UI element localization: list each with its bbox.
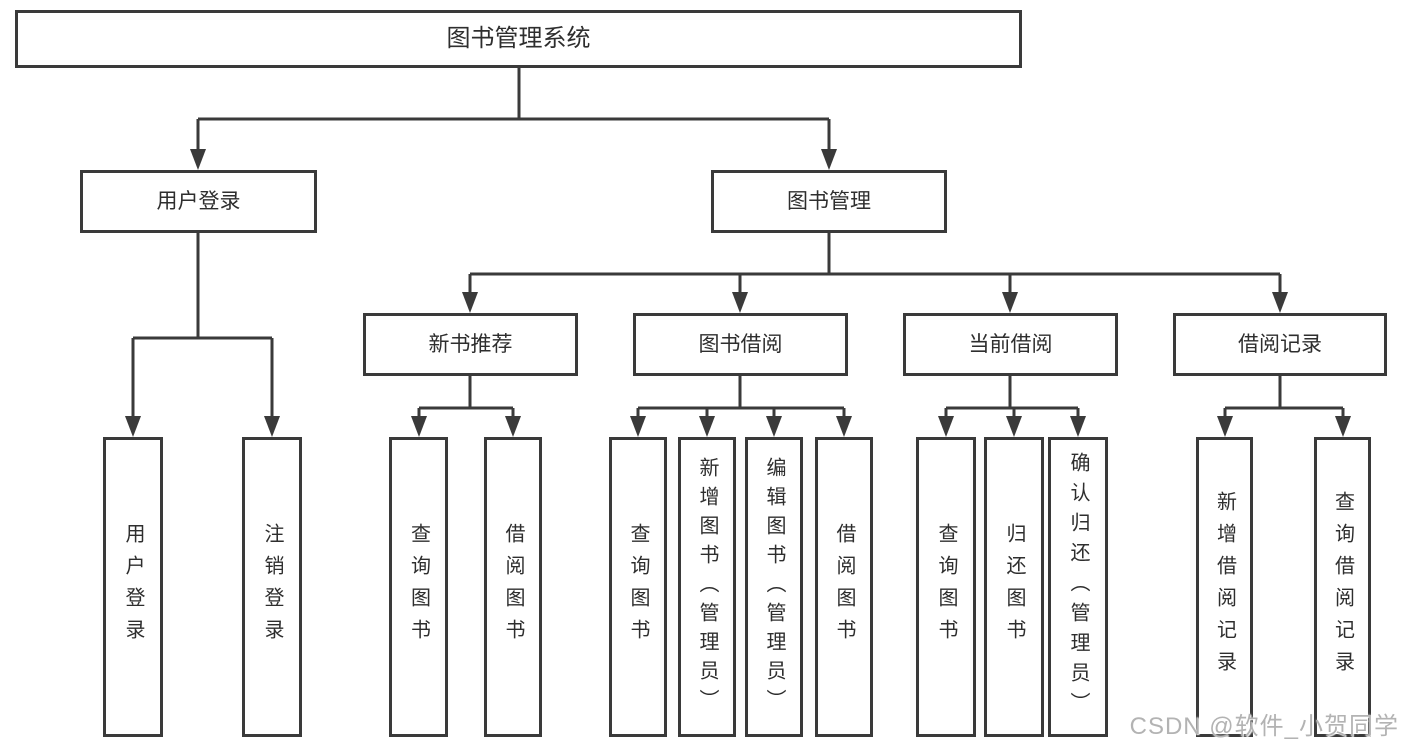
node-book-management: 图书管理 bbox=[711, 170, 947, 233]
node-new-book-recommend: 新书推荐 bbox=[363, 313, 578, 376]
leaf-records-add-record: 新增借阅记录 bbox=[1196, 437, 1253, 737]
node-current-borrow: 当前借阅 bbox=[903, 313, 1118, 376]
leaf-borrow-add-books-admin: 新增图书（管理员） bbox=[678, 437, 736, 737]
leaf-borrow-query-books: 查询图书 bbox=[609, 437, 667, 737]
node-book-borrow: 图书借阅 bbox=[633, 313, 848, 376]
node-user-login: 用户登录 bbox=[80, 170, 317, 233]
leaf-borrow-borrow-books: 借阅图书 bbox=[815, 437, 873, 737]
leaf-records-query-record: 查询借阅记录 bbox=[1314, 437, 1371, 737]
csdn-watermark: CSDN @软件_小贺同学 bbox=[1129, 713, 1399, 740]
leaf-borrow-edit-books-admin: 编辑图书（管理员） bbox=[745, 437, 803, 737]
node-borrow-records: 借阅记录 bbox=[1173, 313, 1387, 376]
leaf-current-confirm-return-admin: 确认归还（管理员） bbox=[1048, 437, 1108, 737]
leaf-logout: 注销登录 bbox=[242, 437, 302, 737]
leaf-newbooks-borrow-books: 借阅图书 bbox=[484, 437, 542, 737]
node-library-management-system: 图书管理系统 bbox=[15, 10, 1022, 68]
leaf-user-login: 用户登录 bbox=[103, 437, 163, 737]
leaf-current-return-books: 归还图书 bbox=[984, 437, 1044, 737]
leaf-newbooks-query-books: 查询图书 bbox=[389, 437, 448, 737]
leaf-current-query-books: 查询图书 bbox=[916, 437, 976, 737]
